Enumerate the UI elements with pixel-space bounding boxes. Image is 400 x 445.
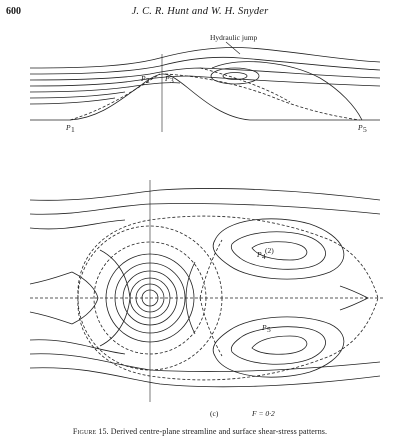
lee-eddy (210, 61, 363, 121)
svg-text:P: P (65, 123, 71, 132)
svg-text:5: 5 (363, 125, 367, 134)
surface-shear-stress-figure: P 4 (2) P 5 (29, 180, 385, 402)
svg-text:P: P (357, 123, 363, 132)
lower-lee-eddy (212, 316, 345, 378)
caption-text: Derived centre-plane streamline and surf… (110, 427, 328, 436)
svg-text:2: 2 (146, 76, 150, 85)
svg-text:P: P (164, 74, 170, 83)
label-p5-top: P 5 (357, 123, 367, 134)
svg-text:P: P (261, 323, 267, 332)
froude-label: F = 0·2 (252, 409, 275, 418)
page-number: 600 (6, 6, 21, 17)
dividing-streamlines (69, 67, 361, 121)
figure-caption: Figure 15. Derived centre-plane streamli… (0, 427, 400, 436)
near-hill-streamlines (71, 249, 369, 347)
label-p4: P 4 (2) (256, 246, 274, 261)
label-p5-bottom: P 5 (261, 323, 271, 334)
hydraulic-jump-label: Hydraulic jump (210, 33, 258, 42)
panel-tag: (c) (210, 409, 219, 418)
svg-text:P: P (140, 74, 146, 83)
running-head: J. C. R. Hunt and W. H. Snyder (131, 6, 269, 17)
centre-plane-streamline-figure: Hydraulic jump P (29, 33, 381, 134)
svg-text:3: 3 (170, 76, 174, 85)
label-p1: P 1 (65, 123, 75, 134)
hill-surface (30, 73, 380, 121)
svg-text:(2): (2) (265, 246, 274, 255)
upper-lee-eddy (212, 218, 345, 280)
streamlines-upper (29, 47, 381, 105)
svg-text:1: 1 (71, 125, 75, 134)
hydraulic-jump-leader (225, 41, 241, 55)
svg-text:5: 5 (267, 325, 271, 334)
outer-streamlines (29, 188, 381, 388)
label-p3: P 3 (164, 74, 174, 85)
svg-text:P: P (256, 250, 262, 259)
caption-lead: Figure 15. (72, 427, 109, 436)
separation-lines (77, 215, 379, 381)
label-p2: P 2 (140, 74, 150, 85)
svg-text:4: 4 (262, 252, 266, 261)
